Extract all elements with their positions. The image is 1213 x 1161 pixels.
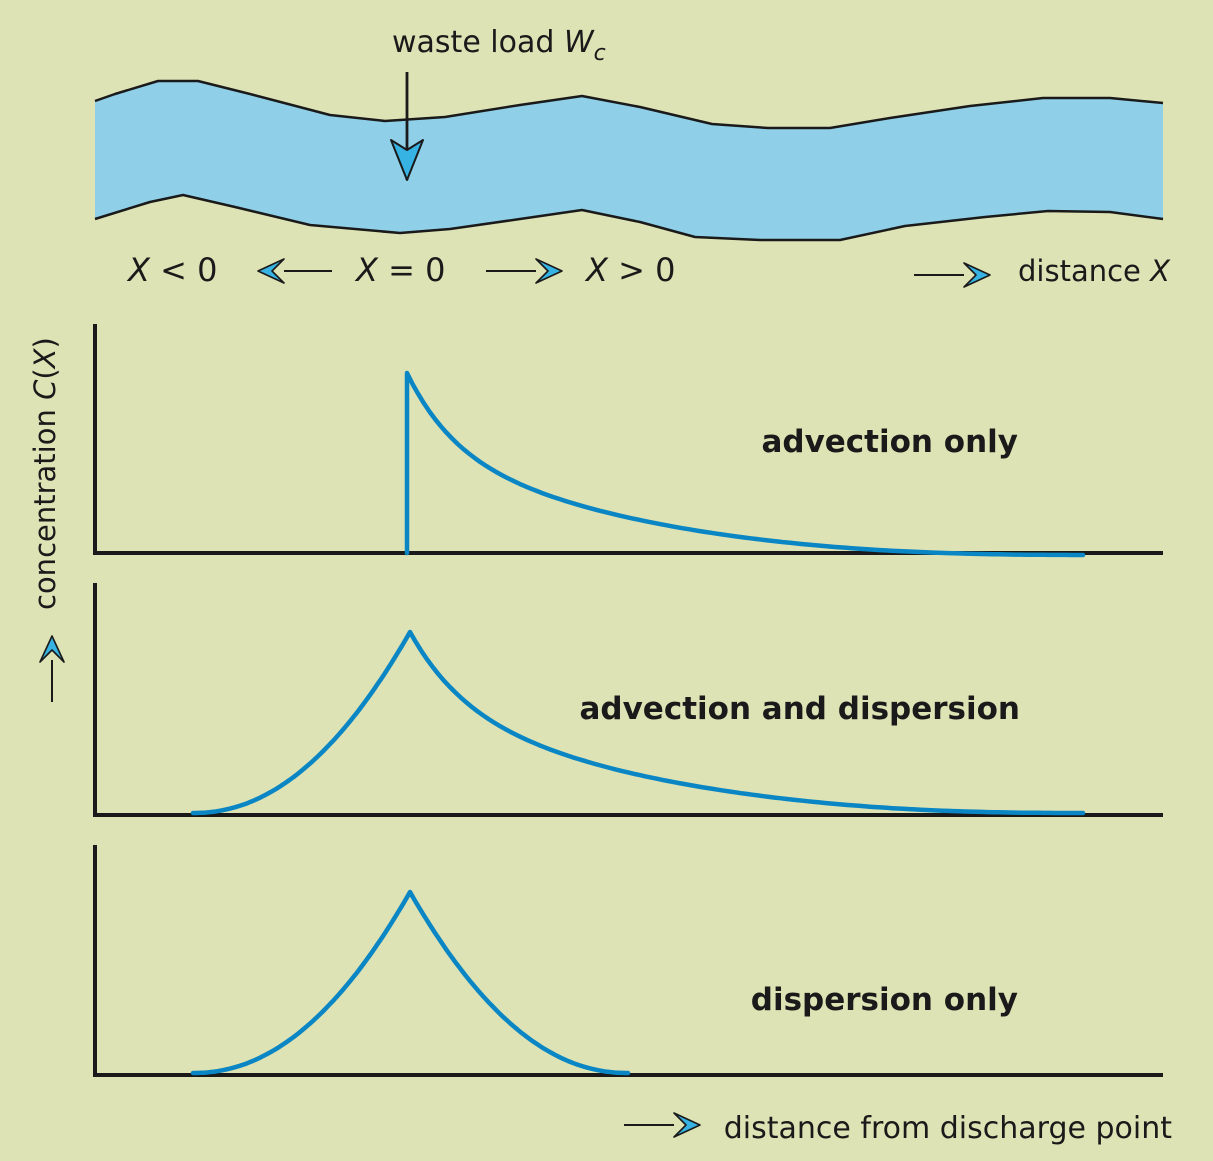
panel-axes [93, 583, 1163, 817]
right-arrow-icon [486, 258, 563, 284]
panel-dispersion-only: dispersion only [93, 845, 1163, 1077]
origin-label: X = 0 [354, 251, 445, 289]
x-axis-label: distance from discharge point [724, 1111, 1172, 1146]
waste-load-arrow [390, 72, 424, 181]
panel-axes [93, 845, 1163, 1077]
y-axis-label: concentration C(X) [28, 337, 62, 610]
panel-label: advection and dispersion [579, 691, 1020, 727]
y-axis-arrow-icon [39, 635, 65, 702]
waste-load-label: waste load Wc [392, 25, 606, 66]
panel-label: advection only [761, 424, 1018, 460]
river-bank-south [94, 193, 1164, 242]
river-bank-north [94, 79, 1164, 130]
panel-advection-dispersion: advection and dispersion [93, 583, 1163, 817]
upstream-label: X < 0 [126, 251, 217, 289]
concentration-curve [190, 889, 631, 1076]
x-axis-arrow-icon [624, 1112, 701, 1138]
panel-advection-only: advection only [93, 324, 1163, 558]
river-channel [95, 81, 1163, 240]
distance-x-label: distance X [1018, 254, 1171, 288]
left-arrow-icon [257, 258, 332, 284]
downstream-label: X > 0 [584, 251, 675, 289]
concentration-curve [404, 370, 1086, 558]
distance-arrow-icon [914, 262, 991, 288]
panel-label: dispersion only [751, 982, 1018, 1018]
concentration-curve [190, 629, 1086, 816]
panel-axes [93, 324, 1163, 555]
